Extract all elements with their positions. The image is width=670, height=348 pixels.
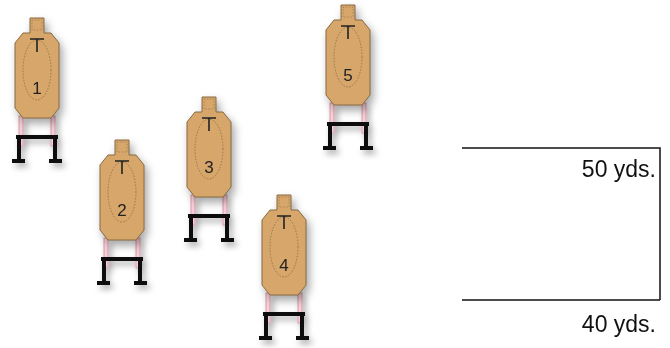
target: 2	[100, 140, 144, 240]
target: 5	[326, 5, 370, 105]
target-stand	[97, 238, 147, 285]
target-stand	[259, 293, 309, 340]
target-stand	[12, 116, 62, 163]
head-zone	[117, 142, 127, 152]
distance-bracket	[462, 148, 660, 300]
target-number: 5	[326, 67, 370, 85]
target: 1	[15, 18, 59, 118]
target-body	[326, 5, 370, 105]
target-silhouette	[100, 140, 144, 240]
target-stand	[184, 195, 234, 242]
target-body	[187, 97, 231, 197]
t-mark	[115, 161, 129, 174]
target-number: 3	[187, 159, 231, 177]
target-silhouette	[262, 195, 306, 295]
target-body	[100, 140, 144, 240]
t-mark	[277, 216, 291, 229]
target-number: 1	[15, 80, 59, 98]
target-number: 4	[262, 257, 306, 275]
target: 3	[187, 97, 231, 197]
target-body	[262, 195, 306, 295]
target-silhouette	[187, 97, 231, 197]
t-mark	[341, 26, 355, 39]
head-zone	[343, 7, 353, 17]
distance-label: 40 yds.	[582, 311, 656, 337]
target: 4	[262, 195, 306, 295]
target-silhouette	[326, 5, 370, 105]
target-body	[15, 18, 59, 118]
t-mark	[202, 118, 216, 131]
t-mark	[30, 39, 44, 52]
head-zone	[32, 20, 42, 30]
target-number: 2	[100, 202, 144, 220]
distance-label: 50 yds.	[582, 156, 656, 182]
target-stand	[323, 103, 373, 150]
head-zone	[204, 99, 214, 109]
target-silhouette	[15, 18, 59, 118]
head-zone	[279, 197, 289, 207]
